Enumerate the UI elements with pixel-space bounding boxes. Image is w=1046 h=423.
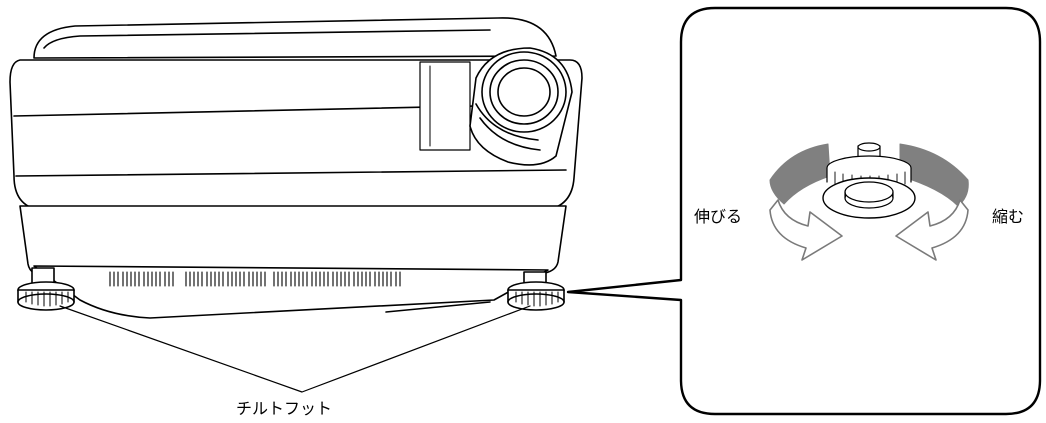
- rotation-arc: [769, 143, 969, 207]
- curved-arrow-left-icon: [895, 199, 969, 261]
- tilt-foot-right: [507, 271, 565, 311]
- extend-label: 伸びる: [694, 207, 742, 226]
- dial-detail: [769, 142, 969, 219]
- curved-arrow-right-icon: [769, 199, 843, 261]
- tilt-foot-left: [17, 267, 75, 311]
- leader-lines: [59, 305, 531, 393]
- retract-label: 縮む: [992, 207, 1024, 226]
- lens: [469, 47, 573, 166]
- detail-callout: [566, 6, 1042, 416]
- tilt-foot-label: チルトフット: [236, 399, 332, 418]
- vent-grille: [109, 271, 401, 287]
- projector-body: [9, 17, 583, 319]
